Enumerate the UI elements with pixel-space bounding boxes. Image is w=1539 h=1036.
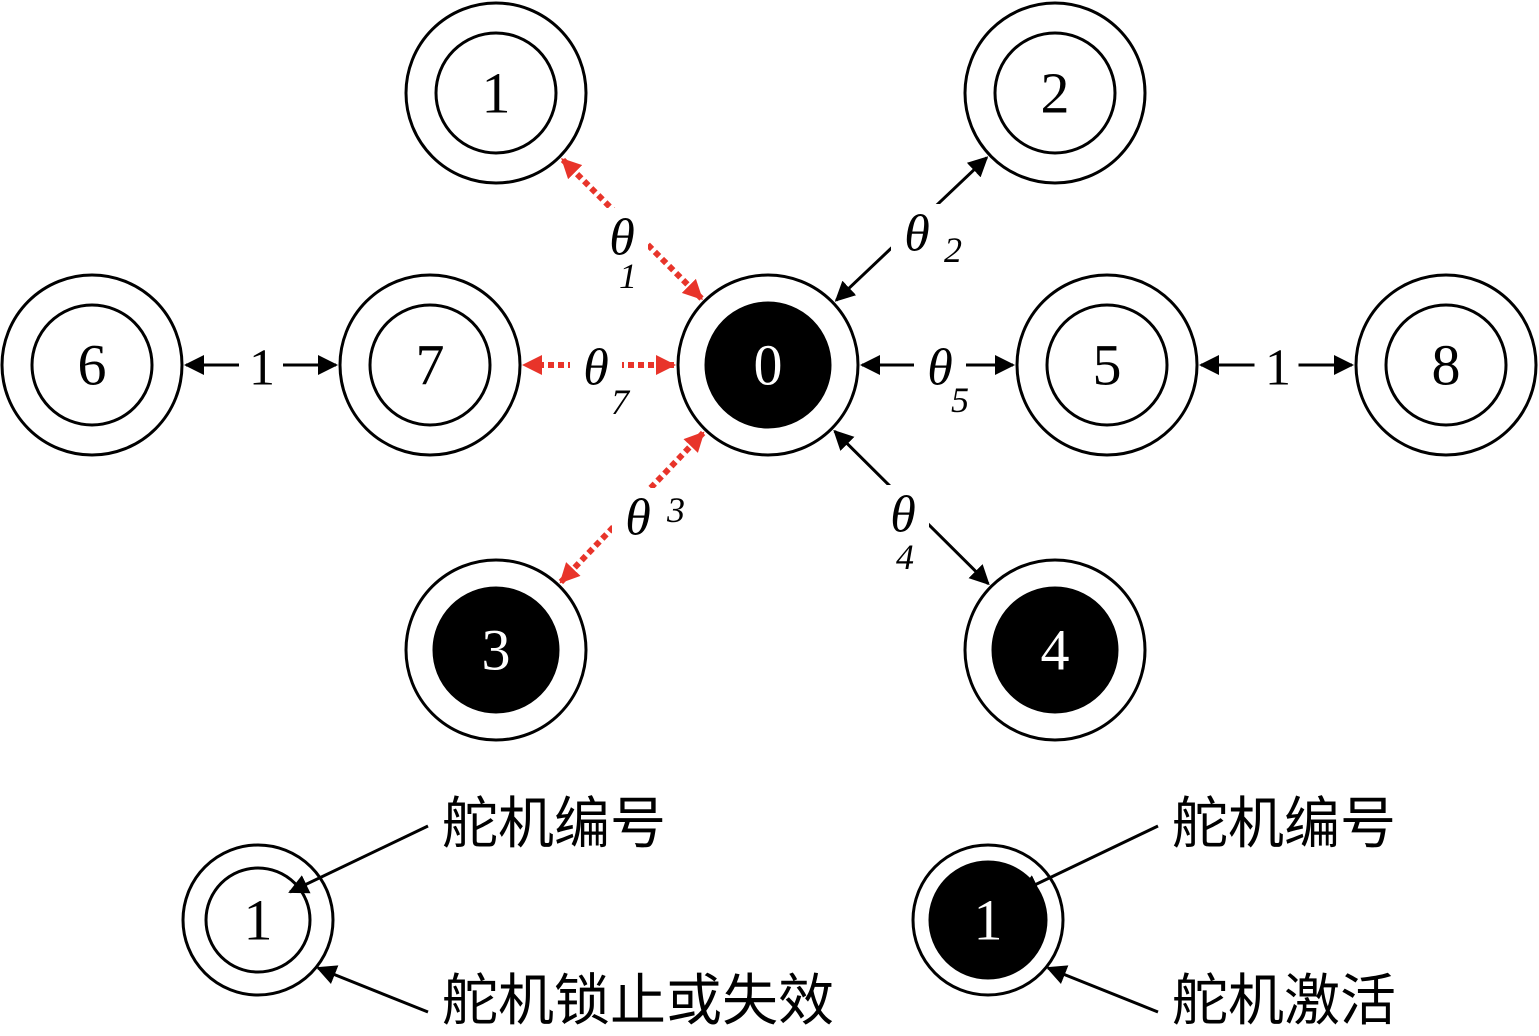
- legend-locked-number-pointer: [288, 824, 429, 894]
- legend-locked-node-label: 1: [244, 888, 273, 953]
- edge-weight-label-6-7: 1: [249, 340, 275, 397]
- servo-node-label-4: 4: [1041, 618, 1070, 683]
- servo-node-7: 7: [338, 273, 522, 457]
- edge-6-7: 1: [184, 340, 338, 397]
- legend-active-state-pointer: [1046, 965, 1159, 1014]
- legend-active-number-pointer: [1018, 824, 1159, 894]
- servo-node-label-8: 8: [1432, 333, 1461, 398]
- servo-node-inner-circle-6: [30, 303, 154, 427]
- servo-node-2: 2: [963, 1, 1147, 185]
- edge-0-5: θ5: [860, 338, 1015, 420]
- edge-0-7: θ7: [522, 338, 676, 422]
- edge-label-bg-0-7: [570, 338, 622, 394]
- servo-node-inner-circle-2: [993, 31, 1117, 155]
- edge-angle-label-0-4: θ: [890, 487, 916, 544]
- legend-active-state-text: 舵机激活: [1172, 969, 1396, 1034]
- servo-node-label-7: 7: [416, 333, 445, 398]
- servo-node-inner-circle-0: [704, 301, 832, 429]
- servo-node-8: 8: [1354, 273, 1538, 457]
- edge-angle-subscript-0-4: 4: [896, 537, 914, 577]
- servo-node-inner-circle-5: [1045, 303, 1169, 427]
- legend-locked-state-pointer: [316, 965, 429, 1014]
- legend-active: 1 舵机编号 舵机激活: [911, 792, 1396, 1034]
- legend-locked: 1 舵机编号 舵机锁止或失效: [181, 792, 834, 1034]
- legend-locked-number-text: 舵机编号: [442, 792, 666, 857]
- legend-locked-state-text: 舵机锁止或失效: [442, 969, 834, 1034]
- servo-node-label-5: 5: [1093, 333, 1122, 398]
- servo-node-label-3: 3: [482, 618, 511, 683]
- edge-0-1: θ1: [560, 157, 704, 301]
- servo-node-label-0: 0: [754, 333, 783, 398]
- legend-active-number-text: 舵机编号: [1172, 792, 1396, 857]
- edge-angle-label-0-1: θ: [609, 210, 635, 267]
- servo-node-inner-circle-8: [1384, 303, 1508, 427]
- legend-active-inner-circle: [928, 860, 1048, 980]
- servo-node-0: 0: [676, 273, 860, 457]
- edge-label-bg-0-4: [877, 485, 929, 541]
- edge-angle-subscript-0-7: 7: [611, 382, 631, 422]
- legend-active-node-label: 1: [974, 888, 1003, 953]
- servo-node-3: 3: [404, 558, 588, 742]
- servo-node-1: 1: [404, 1, 588, 185]
- edge-label-bg-0-5: [914, 338, 966, 394]
- legend-locked-inner-circle: [204, 866, 312, 974]
- edge-angle-subscript-0-2: 2: [944, 230, 962, 270]
- servo-node-inner-circle-1: [434, 31, 558, 155]
- servo-node-inner-circle-7: [368, 303, 492, 427]
- edge-label-bg-0-3: [612, 488, 664, 544]
- servo-node-label-6: 6: [78, 333, 107, 398]
- edge-angle-subscript-0-3: 3: [666, 490, 685, 530]
- edge-angle-subscript-0-1: 1: [619, 256, 637, 296]
- servo-node-5: 5: [1015, 273, 1199, 457]
- edge-0-4: θ4: [833, 429, 990, 586]
- edge-label-bg-0-2: [891, 204, 943, 260]
- servo-node-6: 6: [0, 273, 184, 457]
- edge-angle-subscript-0-5: 5: [951, 380, 969, 420]
- servo-node-label-1: 1: [482, 61, 511, 126]
- edge-angle-label-0-7: θ: [583, 340, 609, 397]
- edge-weight-label-5-8: 1: [1265, 340, 1291, 397]
- edge-angle-label-0-5: θ: [927, 340, 953, 397]
- edge-angle-label-0-2: θ: [904, 206, 930, 263]
- servo-node-inner-circle-4: [991, 586, 1119, 714]
- edge-angle-label-0-3: θ: [625, 490, 651, 547]
- edge-label-bg-0-1: [596, 208, 648, 264]
- edge-line-0-1: [560, 157, 704, 301]
- edge-5-8: 1: [1199, 340, 1354, 397]
- servo-node-label-2: 2: [1041, 61, 1070, 126]
- servo-node-4: 4: [963, 558, 1147, 742]
- nodes-layer: 0 1 2 3 4 5 6 7 8: [0, 1, 1538, 742]
- servo-node-inner-circle-3: [432, 586, 560, 714]
